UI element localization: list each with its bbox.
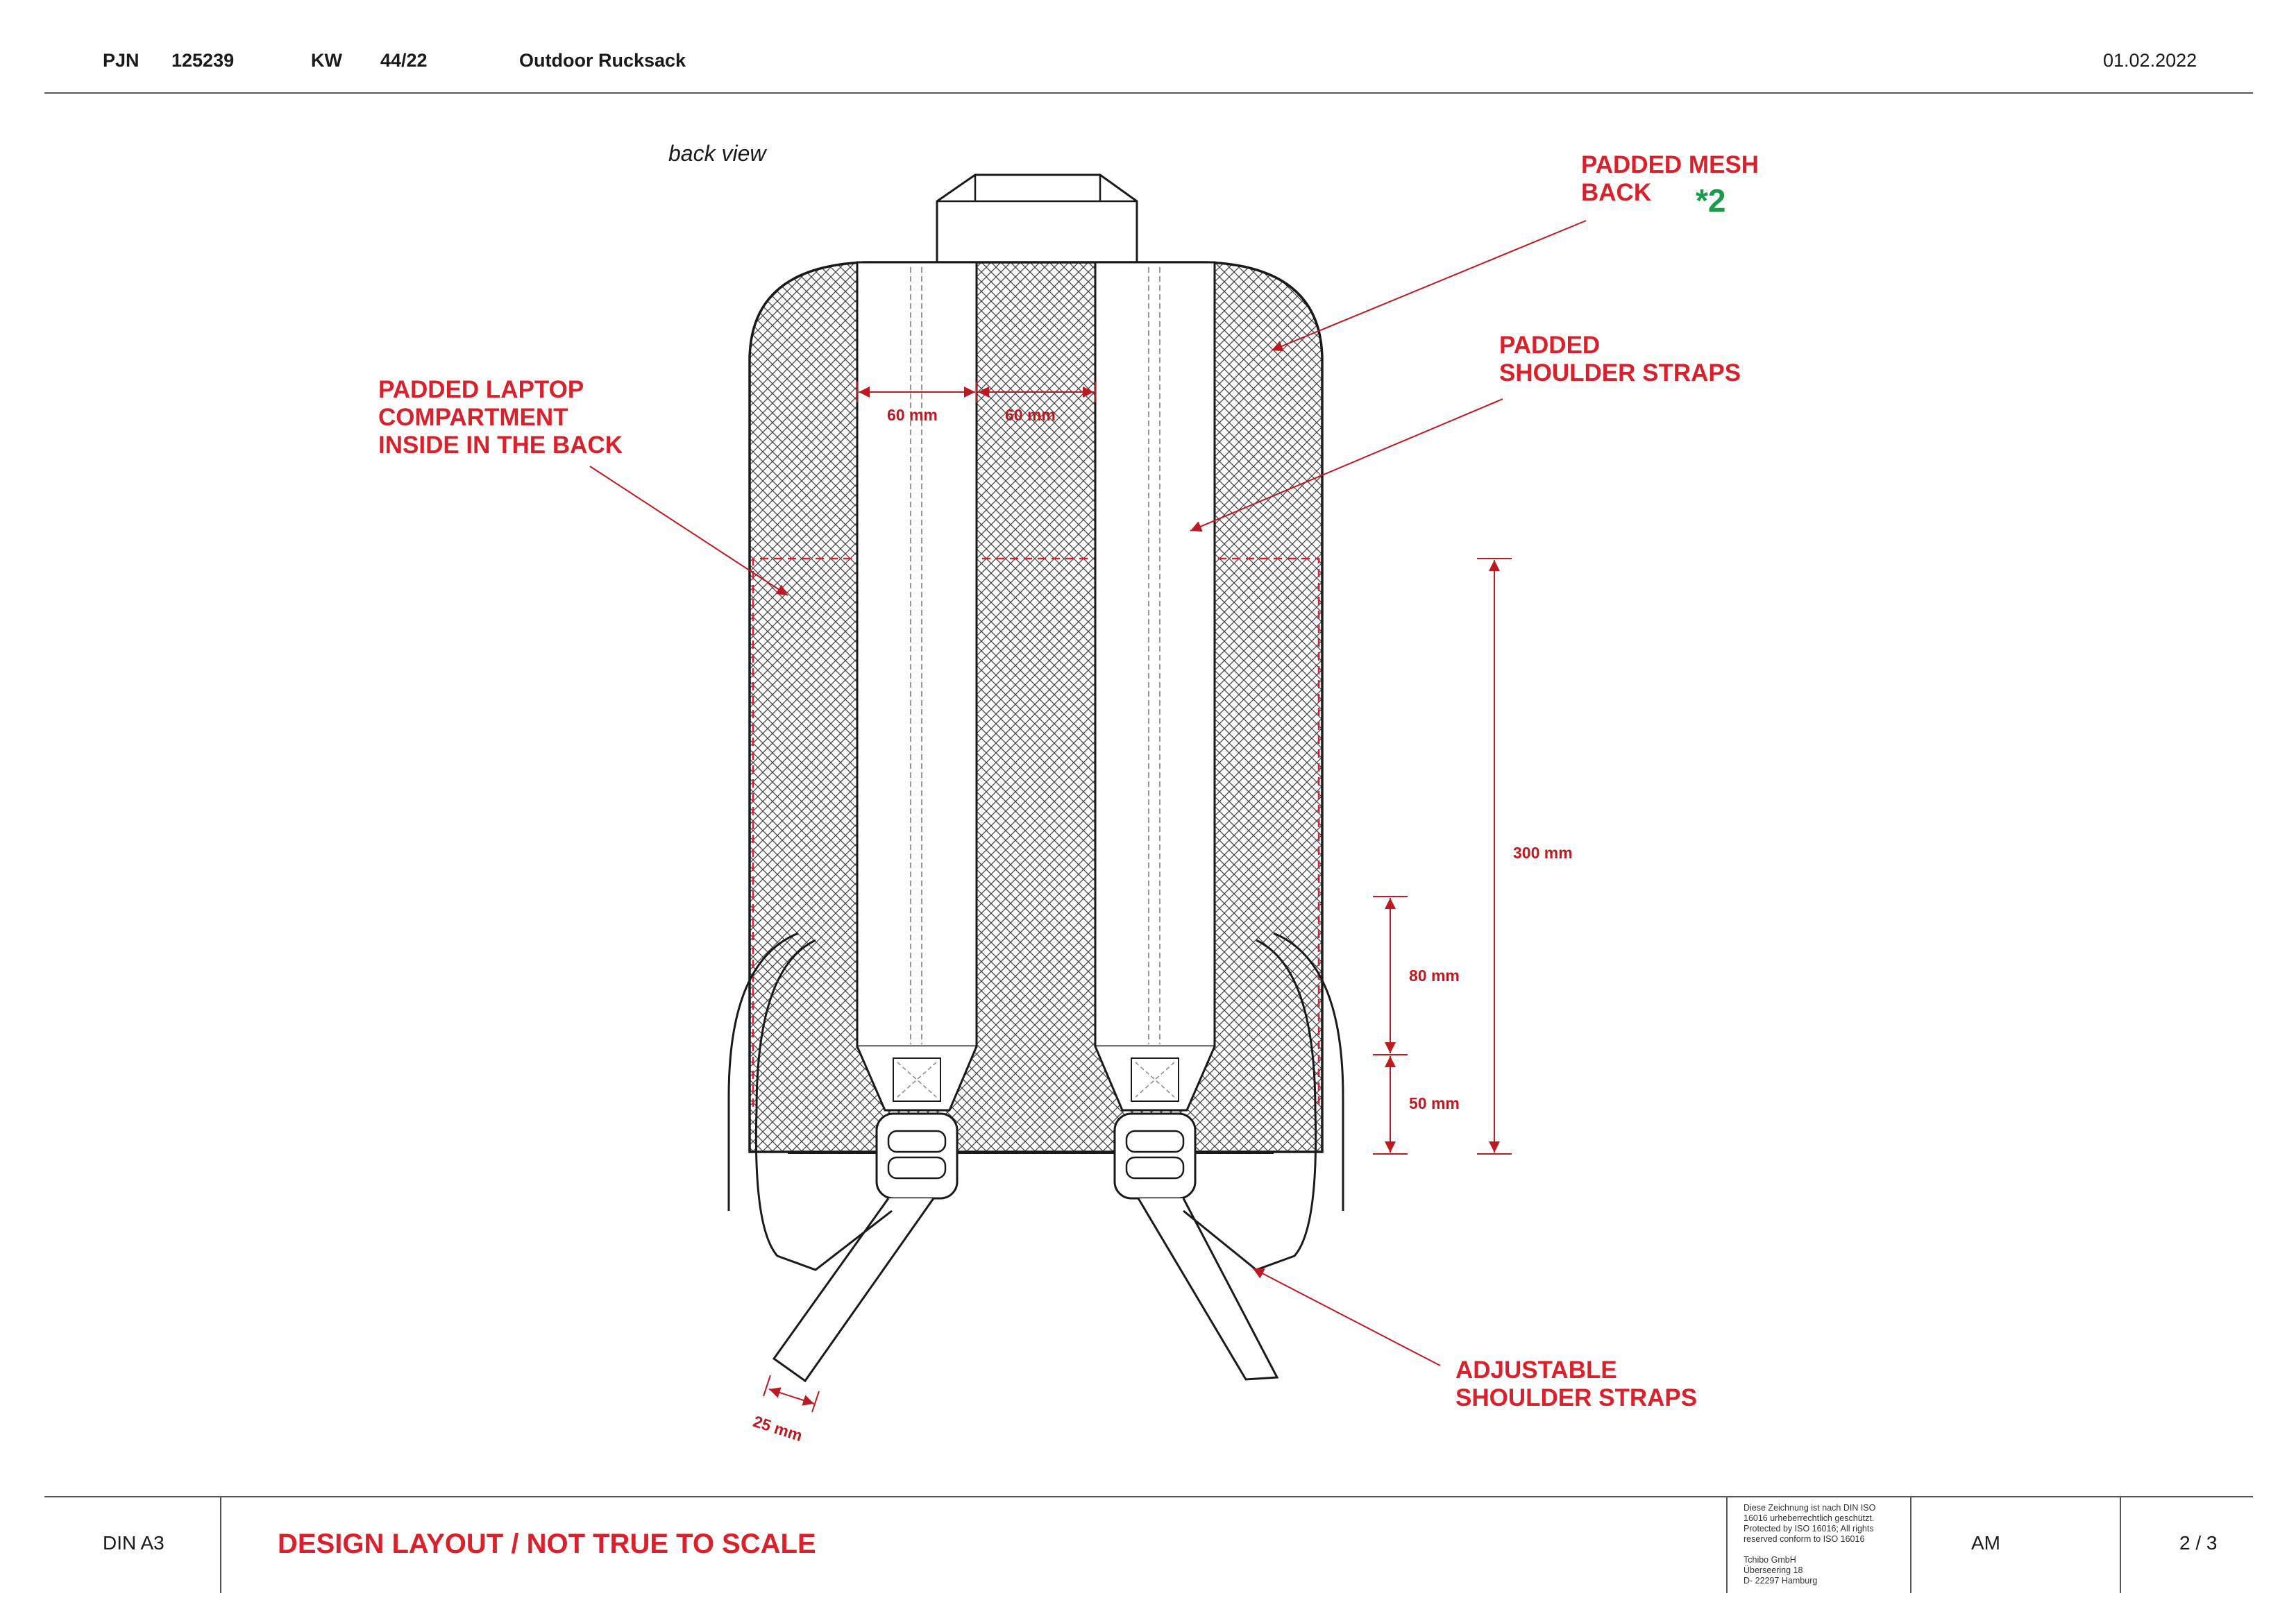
callout-straps-line1: PADDED bbox=[1499, 332, 1601, 359]
webbing-dimension bbox=[763, 1375, 820, 1413]
shoulder-strap-right bbox=[1094, 261, 1344, 1381]
bottom-panel bbox=[788, 1152, 1274, 1154]
footer-divider bbox=[44, 1496, 2253, 1497]
callout-laptop-line3: INSIDE IN THE BACK bbox=[378, 432, 623, 459]
dim-height-upper: 80 mm bbox=[1409, 967, 1460, 985]
backpack-body bbox=[748, 261, 1324, 1153]
dim-strap-width-right: 60 mm bbox=[1005, 406, 1056, 424]
dim-height-total: 300 mm bbox=[1513, 844, 1573, 862]
callout-adjustable-line1: ADJUSTABLE bbox=[1455, 1357, 1617, 1384]
strap-width-dimension bbox=[856, 382, 1096, 402]
mesh-note-marker: *2 bbox=[1696, 182, 1726, 219]
footer-page-number: 2 / 3 bbox=[2179, 1532, 2218, 1554]
legal-line-2: 16016 urheberrechtlich geschützt. bbox=[1744, 1513, 1875, 1523]
footer-sep-1 bbox=[220, 1496, 221, 1593]
header-kw-label: KW bbox=[311, 50, 342, 71]
header-kw-value: 44/22 bbox=[380, 50, 428, 71]
header-date: 01.02.2022 bbox=[2103, 50, 2197, 71]
header-pjn-value: 125239 bbox=[171, 50, 235, 71]
grab-handle bbox=[936, 173, 1138, 262]
view-label: back view bbox=[668, 141, 766, 166]
footer-sep-3 bbox=[1910, 1496, 1911, 1593]
legal-street: Überseering 18 bbox=[1744, 1565, 1803, 1575]
callout-padded-mesh-back: PADDED MESH BACK bbox=[1581, 151, 1759, 207]
leader-lines bbox=[589, 220, 1587, 1366]
footer-title: DESIGN LAYOUT / NOT TRUE TO SCALE bbox=[278, 1529, 816, 1559]
footer-sep-2 bbox=[1726, 1496, 1728, 1593]
laptop-compartment-outline bbox=[752, 557, 1320, 1107]
callout-mesh-line1: PADDED MESH bbox=[1581, 151, 1759, 178]
footer-legal-block: Diese Zeichnung ist nach DIN ISO 16016 u… bbox=[1744, 1503, 1917, 1586]
footer-author: AM bbox=[1971, 1532, 2000, 1554]
callout-straps-line2: SHOULDER STRAPS bbox=[1499, 359, 1741, 386]
legal-company: Tchibo GmbH bbox=[1744, 1555, 1796, 1565]
legal-line-3: Protected by ISO 16016; All rights bbox=[1744, 1524, 1874, 1533]
callout-laptop-line1: PADDED LAPTOP bbox=[378, 376, 584, 403]
footer-sep-4 bbox=[2120, 1496, 2121, 1593]
height-dimension bbox=[1373, 558, 1512, 1155]
callout-laptop-compartment: PADDED LAPTOP COMPARTMENT INSIDE IN THE … bbox=[378, 376, 623, 459]
header-pjn-label: PJN bbox=[103, 50, 140, 71]
legal-line-1: Diese Zeichnung ist nach DIN ISO bbox=[1744, 1503, 1876, 1513]
callout-mesh-line2: BACK bbox=[1581, 179, 1652, 206]
legal-city: D- 22297 Hamburg bbox=[1744, 1576, 1818, 1586]
callout-padded-shoulder-straps: PADDED SHOULDER STRAPS bbox=[1499, 332, 1741, 387]
callout-adjustable-line2: SHOULDER STRAPS bbox=[1455, 1384, 1698, 1411]
legal-line-4: reserved conform to ISO 16016 bbox=[1744, 1534, 1865, 1544]
dim-strap-width-left: 60 mm bbox=[887, 406, 938, 424]
dim-height-lower: 50 mm bbox=[1409, 1094, 1460, 1112]
footer-format: DIN A3 bbox=[103, 1532, 164, 1554]
header-product: Outdoor Rucksack bbox=[519, 50, 686, 71]
header-divider bbox=[44, 92, 2253, 94]
callout-laptop-line2: COMPARTMENT bbox=[378, 404, 568, 431]
callout-adjustable-straps: ADJUSTABLE SHOULDER STRAPS bbox=[1455, 1357, 1697, 1412]
